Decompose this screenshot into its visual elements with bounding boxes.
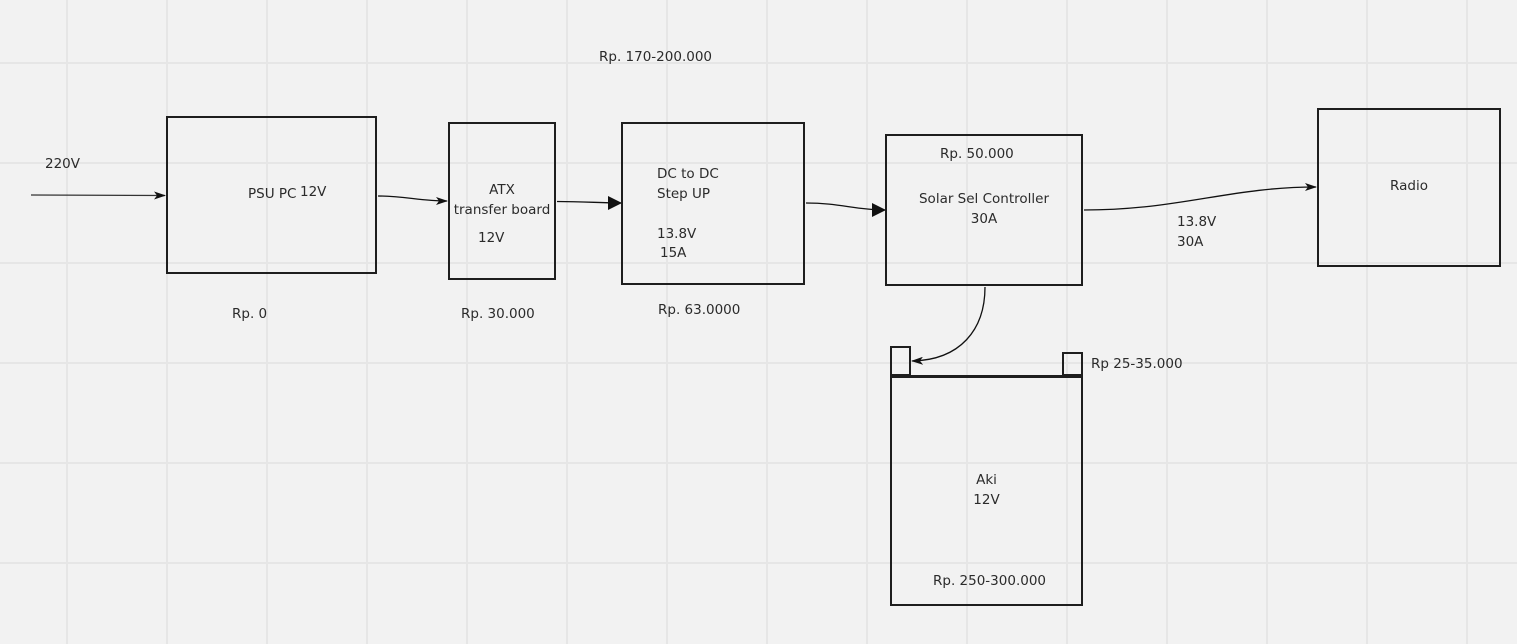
battery-line2-label: 12V xyxy=(973,492,1000,508)
battery-line1-label: Aki xyxy=(976,472,997,488)
solar-controller-node[interactable] xyxy=(885,134,1083,286)
atx-line2-label: transfer board xyxy=(453,202,551,218)
dcdc-line1-label: DC to DC xyxy=(657,166,719,182)
atx-price-label: Rp. 30.000 xyxy=(461,306,535,322)
output-voltage-label: 13.8V xyxy=(1177,214,1217,230)
radio-node[interactable] xyxy=(1317,108,1501,267)
battery-aki-node[interactable] xyxy=(890,375,1083,606)
psu-price-label: Rp. 0 xyxy=(232,306,268,322)
psu-voltage-label: 12V xyxy=(300,184,327,200)
psu-pc-node[interactable] xyxy=(166,116,377,274)
connector-dcdc-to-scc[interactable] xyxy=(805,202,886,217)
radio-name-label: Radio xyxy=(1390,178,1428,194)
dcdc-stepup-node[interactable] xyxy=(621,122,805,285)
terminal-price-label: Rp 25-35.000 xyxy=(1091,356,1183,372)
scc-price-label: Rp. 50.000 xyxy=(940,146,1014,162)
atx-voltage-label: 12V xyxy=(478,230,505,246)
connector-atx-to-dcdc[interactable] xyxy=(556,195,622,210)
connector-scc-to-radio[interactable] xyxy=(1083,183,1317,211)
psu-name-label: PSU PC xyxy=(248,186,297,202)
input-voltage-label: 220V xyxy=(45,156,81,172)
connector-input-to-psu[interactable] xyxy=(30,191,166,200)
battery-price-label: Rp. 250-300.000 xyxy=(933,573,1046,589)
dcdc-current-label: 15A xyxy=(660,245,687,261)
top-price-label: Rp. 170-200.000 xyxy=(599,49,712,65)
connector-psu-to-atx[interactable] xyxy=(377,195,448,205)
atx-line1-label: ATX xyxy=(489,182,515,198)
atx-board-node[interactable] xyxy=(448,122,556,280)
battery-terminal-left[interactable] xyxy=(890,346,911,376)
scc-line2-label: 30A xyxy=(970,211,998,227)
dcdc-price-label: Rp. 63.0000 xyxy=(658,302,741,318)
dcdc-line2-label: Step UP xyxy=(657,186,711,202)
dcdc-voltage-label: 13.8V xyxy=(657,226,697,242)
scc-line1-label: Solar Sel Controller xyxy=(918,191,1050,207)
battery-terminal-right[interactable] xyxy=(1062,352,1083,376)
output-current-label: 30A xyxy=(1177,234,1204,250)
connector-scc-to-battery[interactable] xyxy=(911,286,986,365)
